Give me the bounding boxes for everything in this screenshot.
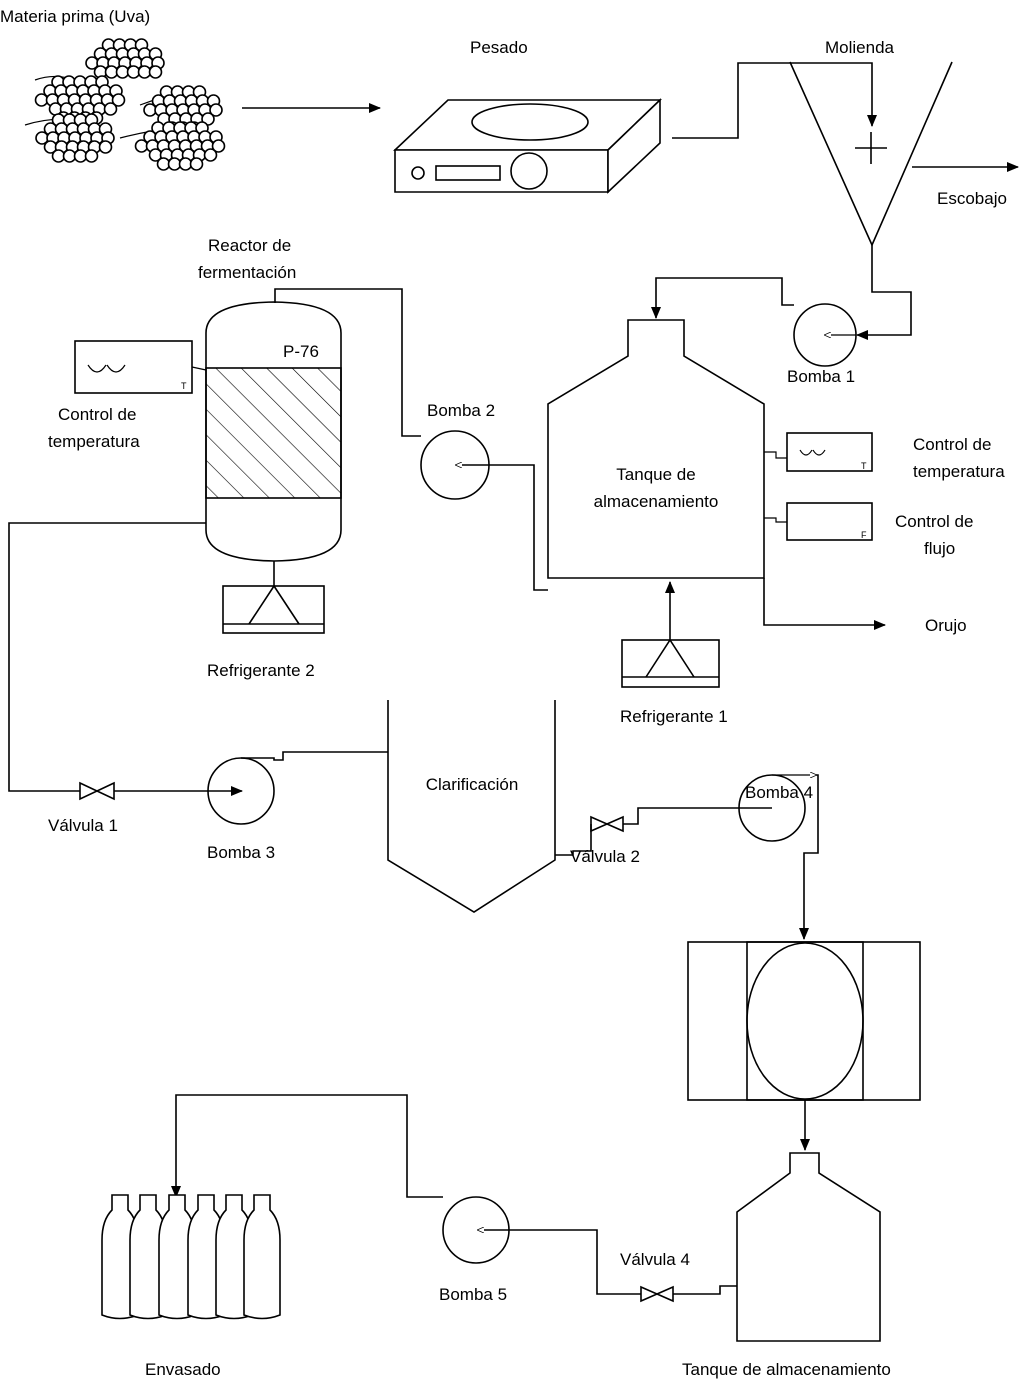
raw-material-label: Materia prima (Uva): [0, 7, 150, 26]
flow-line-scale-to-hopper: [672, 62, 877, 139]
pomace-label: Orujo: [925, 616, 967, 635]
valve-1-icon[interactable]: [79, 781, 115, 801]
pump-1-label: Bomba 1: [787, 367, 855, 386]
valve-4-icon[interactable]: [640, 1285, 674, 1303]
flow-arrow-pomace: [763, 578, 886, 630]
flow-line-pump5-to-bottling: [171, 1094, 443, 1198]
reactor-label-line2: fermentación: [198, 263, 296, 282]
bottle-icon: [101, 1194, 281, 1320]
coolant-1-label: Refrigerante 1: [620, 707, 728, 726]
flow-control-line1: Control de: [895, 512, 973, 531]
tank-1-label-line2: almacenamiento: [594, 492, 719, 511]
storage-tank-2: [736, 1152, 881, 1342]
scale-icon: [392, 98, 662, 194]
hopper-icon: [789, 61, 953, 247]
signal-line-temp-control-left: [191, 366, 207, 371]
valve-1-label: Válvula 1: [48, 816, 118, 835]
pump-4-label: Bomba 4: [745, 783, 813, 802]
controller-tag-f: F: [861, 530, 867, 540]
flow-line-clarifier-to-valve2: [555, 824, 592, 856]
pump-3-label: Bomba 3: [207, 843, 275, 862]
flow-line-valve2-to-pump4: [623, 807, 772, 825]
pump-4-icon: [738, 775, 816, 842]
flow-line-pump3-to-clarifier: [241, 751, 388, 761]
flow-line-valve4-to-pump5: [478, 1230, 641, 1295]
milling-label: Molienda: [825, 38, 895, 57]
cooler-2-icon: [222, 584, 325, 634]
flow-line-pump1-to-tank1: [651, 277, 794, 319]
controller-tag-t: T: [861, 461, 867, 471]
valve-2-label: Válvula 2: [570, 847, 640, 866]
stems-label: Escobajo: [937, 189, 1007, 208]
signal-line-temp-control-right: [764, 451, 787, 459]
valve-4-label: Válvula 4: [620, 1250, 690, 1269]
flow-controller: F: [786, 502, 873, 541]
storage-tank-1: [547, 319, 765, 579]
flow-line-tank2-to-valve4: [673, 1285, 737, 1295]
temp-control-left-line2: temperatura: [48, 432, 140, 451]
tank-1-label-line1: Tanque de: [616, 465, 695, 484]
cooler-1-icon: [621, 638, 720, 688]
pump-2-label: Bomba 2: [427, 401, 495, 420]
pump-1-icon: [793, 303, 857, 367]
flow-line-pump4-to-filter: [799, 774, 819, 940]
fermentation-reactor: [205, 301, 342, 562]
tank-2-label: Tanque de almacenamiento: [682, 1360, 891, 1379]
signal-line-flow-control: [764, 517, 787, 523]
temperature-controller-left: T: [74, 340, 193, 394]
grape-cluster-icon: [24, 38, 226, 171]
pump-5-label: Bomba 5: [439, 1285, 507, 1304]
pump-5-icon: [442, 1196, 510, 1264]
filter-press: [687, 941, 921, 1101]
coolant-2-label: Refrigerante 2: [207, 661, 315, 680]
weighing-label: Pesado: [470, 38, 528, 57]
flow-line-hopper-to-pump1: [856, 245, 912, 340]
clarification-label: Clarificación: [426, 775, 519, 794]
pump-2-icon: [420, 430, 490, 500]
temp-control-right-line2: temperatura: [913, 462, 1005, 481]
reactor-tag: P-76: [283, 342, 319, 361]
temperature-controller-right: T: [786, 432, 873, 472]
valve-2-icon[interactable]: [590, 815, 624, 833]
temp-control-left-line1: Control de: [58, 405, 136, 424]
flow-line-tank1-to-pump2: [456, 465, 548, 591]
flow-line-reactor-to-valve1: [8, 522, 206, 792]
clarification-tank: [387, 700, 556, 913]
controller-tag-t-left: T: [181, 381, 187, 391]
bottling-label: Envasado: [145, 1360, 221, 1379]
flow-line-pump2-to-reactor: [274, 288, 421, 437]
flow-control-line2: flujo: [924, 539, 955, 558]
temp-control-right-line1: Control de: [913, 435, 991, 454]
reactor-label-line1: Reactor de: [208, 236, 291, 255]
